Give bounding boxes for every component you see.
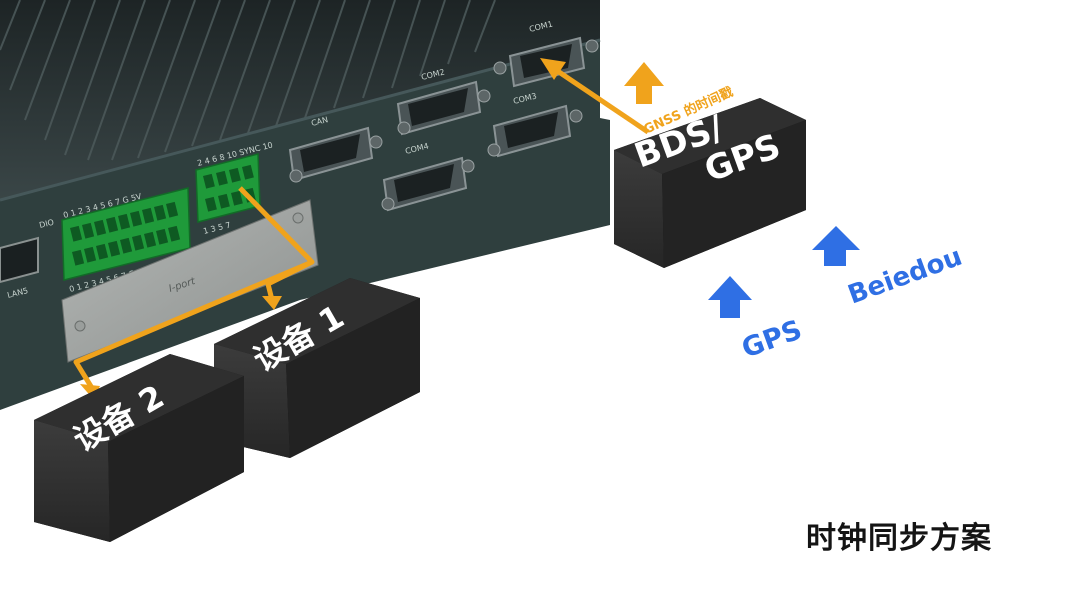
industrial-computer: LAN5 DIO 0 1 2 3 4 5 6 7 G 5V [0, 0, 610, 410]
com3-connector: COM3 [487, 91, 583, 158]
gps-signal-label: GPS [738, 314, 806, 364]
beidou-signal-arrow-icon [812, 226, 860, 266]
can-label: CAN [310, 115, 329, 128]
device-1: 设备 1 [214, 278, 420, 458]
iport-plate: I-port [61, 199, 319, 363]
com4-connector: COM4 [381, 141, 475, 212]
signal-arrows: GPS Beiedou [708, 226, 966, 365]
can-connector: CAN [288, 115, 383, 183]
gps-signal-arrow-icon [708, 276, 752, 318]
lan-port: LAN5 [0, 236, 39, 300]
beidou-signal-label: Beiedou [844, 242, 966, 311]
sync-wiring [73, 186, 315, 390]
heatsink-fins [0, 0, 600, 200]
up-arrow-icon [624, 62, 664, 104]
dio-label: DIO [38, 218, 55, 230]
caption-title: 时钟同步方案 [806, 521, 992, 556]
